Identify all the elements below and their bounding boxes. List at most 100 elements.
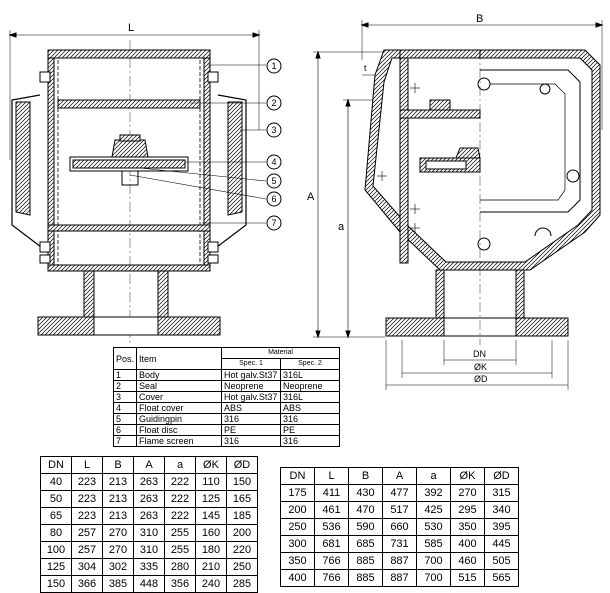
dim-cell: 210 [195, 558, 227, 576]
dim-cell: 213 [102, 490, 134, 508]
dim-cell: 460 [450, 552, 485, 570]
dim-cell: 100 [40, 541, 72, 559]
pos-cell: 5 [112, 413, 138, 425]
pos-cell: 4 [112, 402, 138, 414]
dim-cell: 585 [416, 535, 451, 553]
pos-cell: 6 [112, 424, 138, 436]
dim-cell: 125 [195, 490, 227, 508]
dim-header: L [71, 456, 103, 474]
spec2-cell: 316 [280, 413, 341, 425]
dim-cell: 885 [348, 569, 383, 587]
dim-cell: 145 [195, 507, 227, 525]
dim-label-B: B [476, 13, 483, 25]
dim-cell: 310 [133, 541, 165, 559]
dim-cell: 885 [348, 552, 383, 570]
callout-5: 5 [271, 176, 276, 186]
dim-cell: 448 [133, 575, 165, 593]
dim-header: a [164, 456, 196, 474]
spec1-cell: 316 [221, 413, 282, 425]
dim-cell: 110 [195, 473, 227, 491]
pos-cell: 1 [112, 369, 138, 381]
dim-cell: 565 [484, 569, 519, 587]
item-cell: Guidingpin [136, 413, 223, 425]
dim-cell: 160 [195, 524, 227, 542]
dim-cell: 335 [133, 558, 165, 576]
dim-cell: 310 [133, 524, 165, 542]
dim-header: A [382, 467, 417, 485]
dim-label-D: ØD [474, 374, 488, 384]
dim-cell: 887 [382, 569, 417, 587]
dim-cell: 223 [71, 490, 103, 508]
pos-header: Pos. [112, 347, 138, 370]
dim-label-DN: DN [473, 349, 486, 359]
spec2-header: Spec. 2 [280, 358, 341, 370]
dim-cell: 295 [450, 501, 485, 519]
dim-header: ØK [450, 467, 485, 485]
dim-cell: 220 [226, 541, 258, 559]
spec1-cell: PE [221, 424, 282, 436]
dim-cell: 150 [40, 575, 72, 593]
item-cell: Float cover [136, 402, 223, 414]
dim-cell: 280 [164, 558, 196, 576]
dim-cell: 213 [102, 473, 134, 491]
dim-cell: 590 [348, 518, 383, 536]
dim-header: DN [280, 467, 315, 485]
dim-cell: 263 [133, 473, 165, 491]
spec2-cell: 316 [280, 435, 341, 447]
dim-cell: 150 [226, 473, 258, 491]
dim-cell: 304 [71, 558, 103, 576]
callout-3: 3 [271, 125, 276, 135]
material-header: Material [221, 347, 341, 359]
dim-header: B [102, 456, 134, 474]
dim-cell: 250 [280, 518, 315, 536]
callout-1: 1 [271, 61, 276, 71]
dim-header: DN [40, 456, 72, 474]
dim-cell: 411 [314, 484, 349, 502]
dim-cell: 470 [348, 501, 383, 519]
dim-cell: 165 [226, 490, 258, 508]
dim-cell: 350 [450, 518, 485, 536]
spec1-header: Spec. 1 [221, 358, 282, 370]
dim-header: ØD [484, 467, 519, 485]
dim-cell: 392 [416, 484, 451, 502]
dim-cell: 200 [226, 524, 258, 542]
dim-cell: 681 [314, 535, 349, 553]
dim-cell: 302 [102, 558, 134, 576]
dim-cell: 350 [280, 552, 315, 570]
dim-cell: 477 [382, 484, 417, 502]
callout-6: 6 [271, 194, 276, 204]
spec2-cell: Neoprene [280, 380, 341, 392]
parts-header-row: Pos. Item Material [112, 347, 341, 370]
dim-cell: 263 [133, 490, 165, 508]
dim-cell: 263 [133, 507, 165, 525]
dim-cell: 80 [40, 524, 72, 542]
dim-cell: 270 [450, 484, 485, 502]
spec1-cell: ABS [221, 402, 282, 414]
parts-subheader-row: Spec. 1 Spec. 2 [114, 358, 341, 370]
dim-cell: 425 [416, 501, 451, 519]
callout-2: 2 [271, 98, 276, 108]
dim-cell: 400 [450, 535, 485, 553]
dim-cell: 395 [484, 518, 519, 536]
dim-cell: 255 [164, 524, 196, 542]
dim-cell: 356 [164, 575, 196, 593]
dim-header: ØK [195, 456, 227, 474]
dim-cell: 517 [382, 501, 417, 519]
spec2-cell: PE [280, 424, 341, 436]
dim-cell: 766 [314, 552, 349, 570]
dim-cell: 222 [164, 473, 196, 491]
dim-header: B [348, 467, 383, 485]
